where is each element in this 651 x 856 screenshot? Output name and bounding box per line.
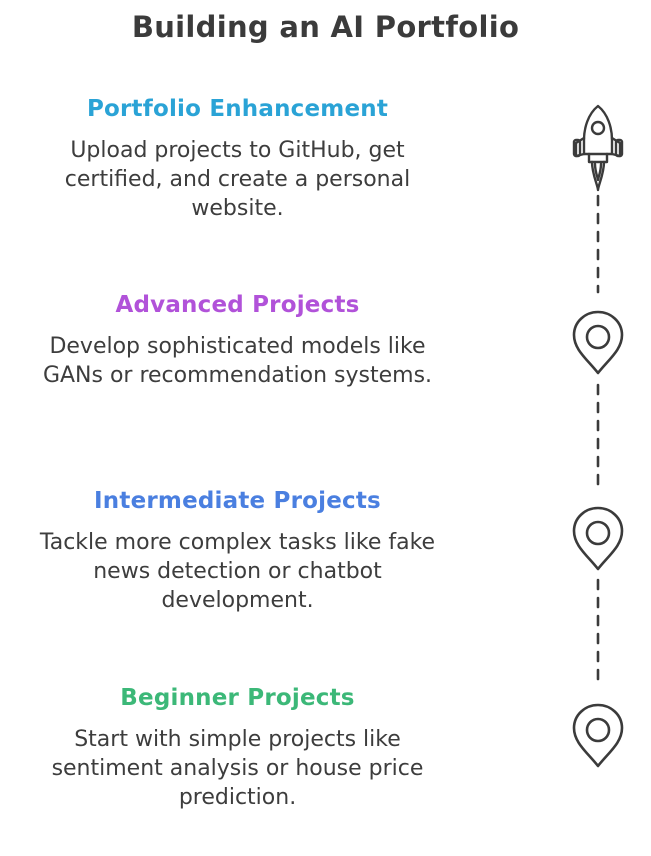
step-description-line: GANs or recommendation systems.	[42, 363, 433, 388]
step-title: Intermediate Projects	[94, 488, 381, 514]
step-description-line: prediction.	[178, 785, 297, 810]
step-title: Advanced Projects	[115, 292, 360, 318]
step-description: Upload projects to GitHub, get certified…	[0, 136, 475, 223]
step-description: Tackle more complex tasks like fake news…	[0, 528, 475, 615]
diagram-title: Building an AI Portfolio	[131, 10, 520, 44]
step-description-line: Develop sophisticated models like	[49, 334, 426, 359]
step-description-line: Tackle more complex tasks like fake	[39, 530, 436, 555]
step-description-line: website.	[191, 196, 284, 221]
step-description-line: development.	[161, 588, 314, 613]
step-portfolio-enhancement: Portfolio Enhancement Upload projects to…	[0, 96, 475, 223]
step-title: Beginner Projects	[120, 685, 355, 711]
step-intermediate-projects: Intermediate Projects Tackle more comple…	[0, 488, 475, 615]
step-description-line: Start with simple projects like	[74, 727, 401, 752]
step-description-line: news detection or chatbot	[93, 559, 382, 584]
step-description: Develop sophisticated models like GANs o…	[0, 332, 475, 390]
rocket-icon	[572, 104, 624, 192]
map-pin-icon	[572, 310, 624, 375]
step-advanced-projects: Advanced Projects Develop sophisticated …	[0, 292, 475, 390]
step-description-line: certified, and create a personal	[64, 167, 411, 192]
map-pin-icon	[572, 506, 624, 571]
map-pin-icon	[572, 703, 624, 768]
step-description-line: Upload projects to GitHub, get	[70, 138, 405, 163]
step-description: Start with simple projects like sentimen…	[0, 725, 475, 812]
step-beginner-projects: Beginner Projects Start with simple proj…	[0, 685, 475, 812]
step-description-line: sentiment analysis or house price	[51, 756, 424, 781]
step-title: Portfolio Enhancement	[86, 96, 389, 122]
